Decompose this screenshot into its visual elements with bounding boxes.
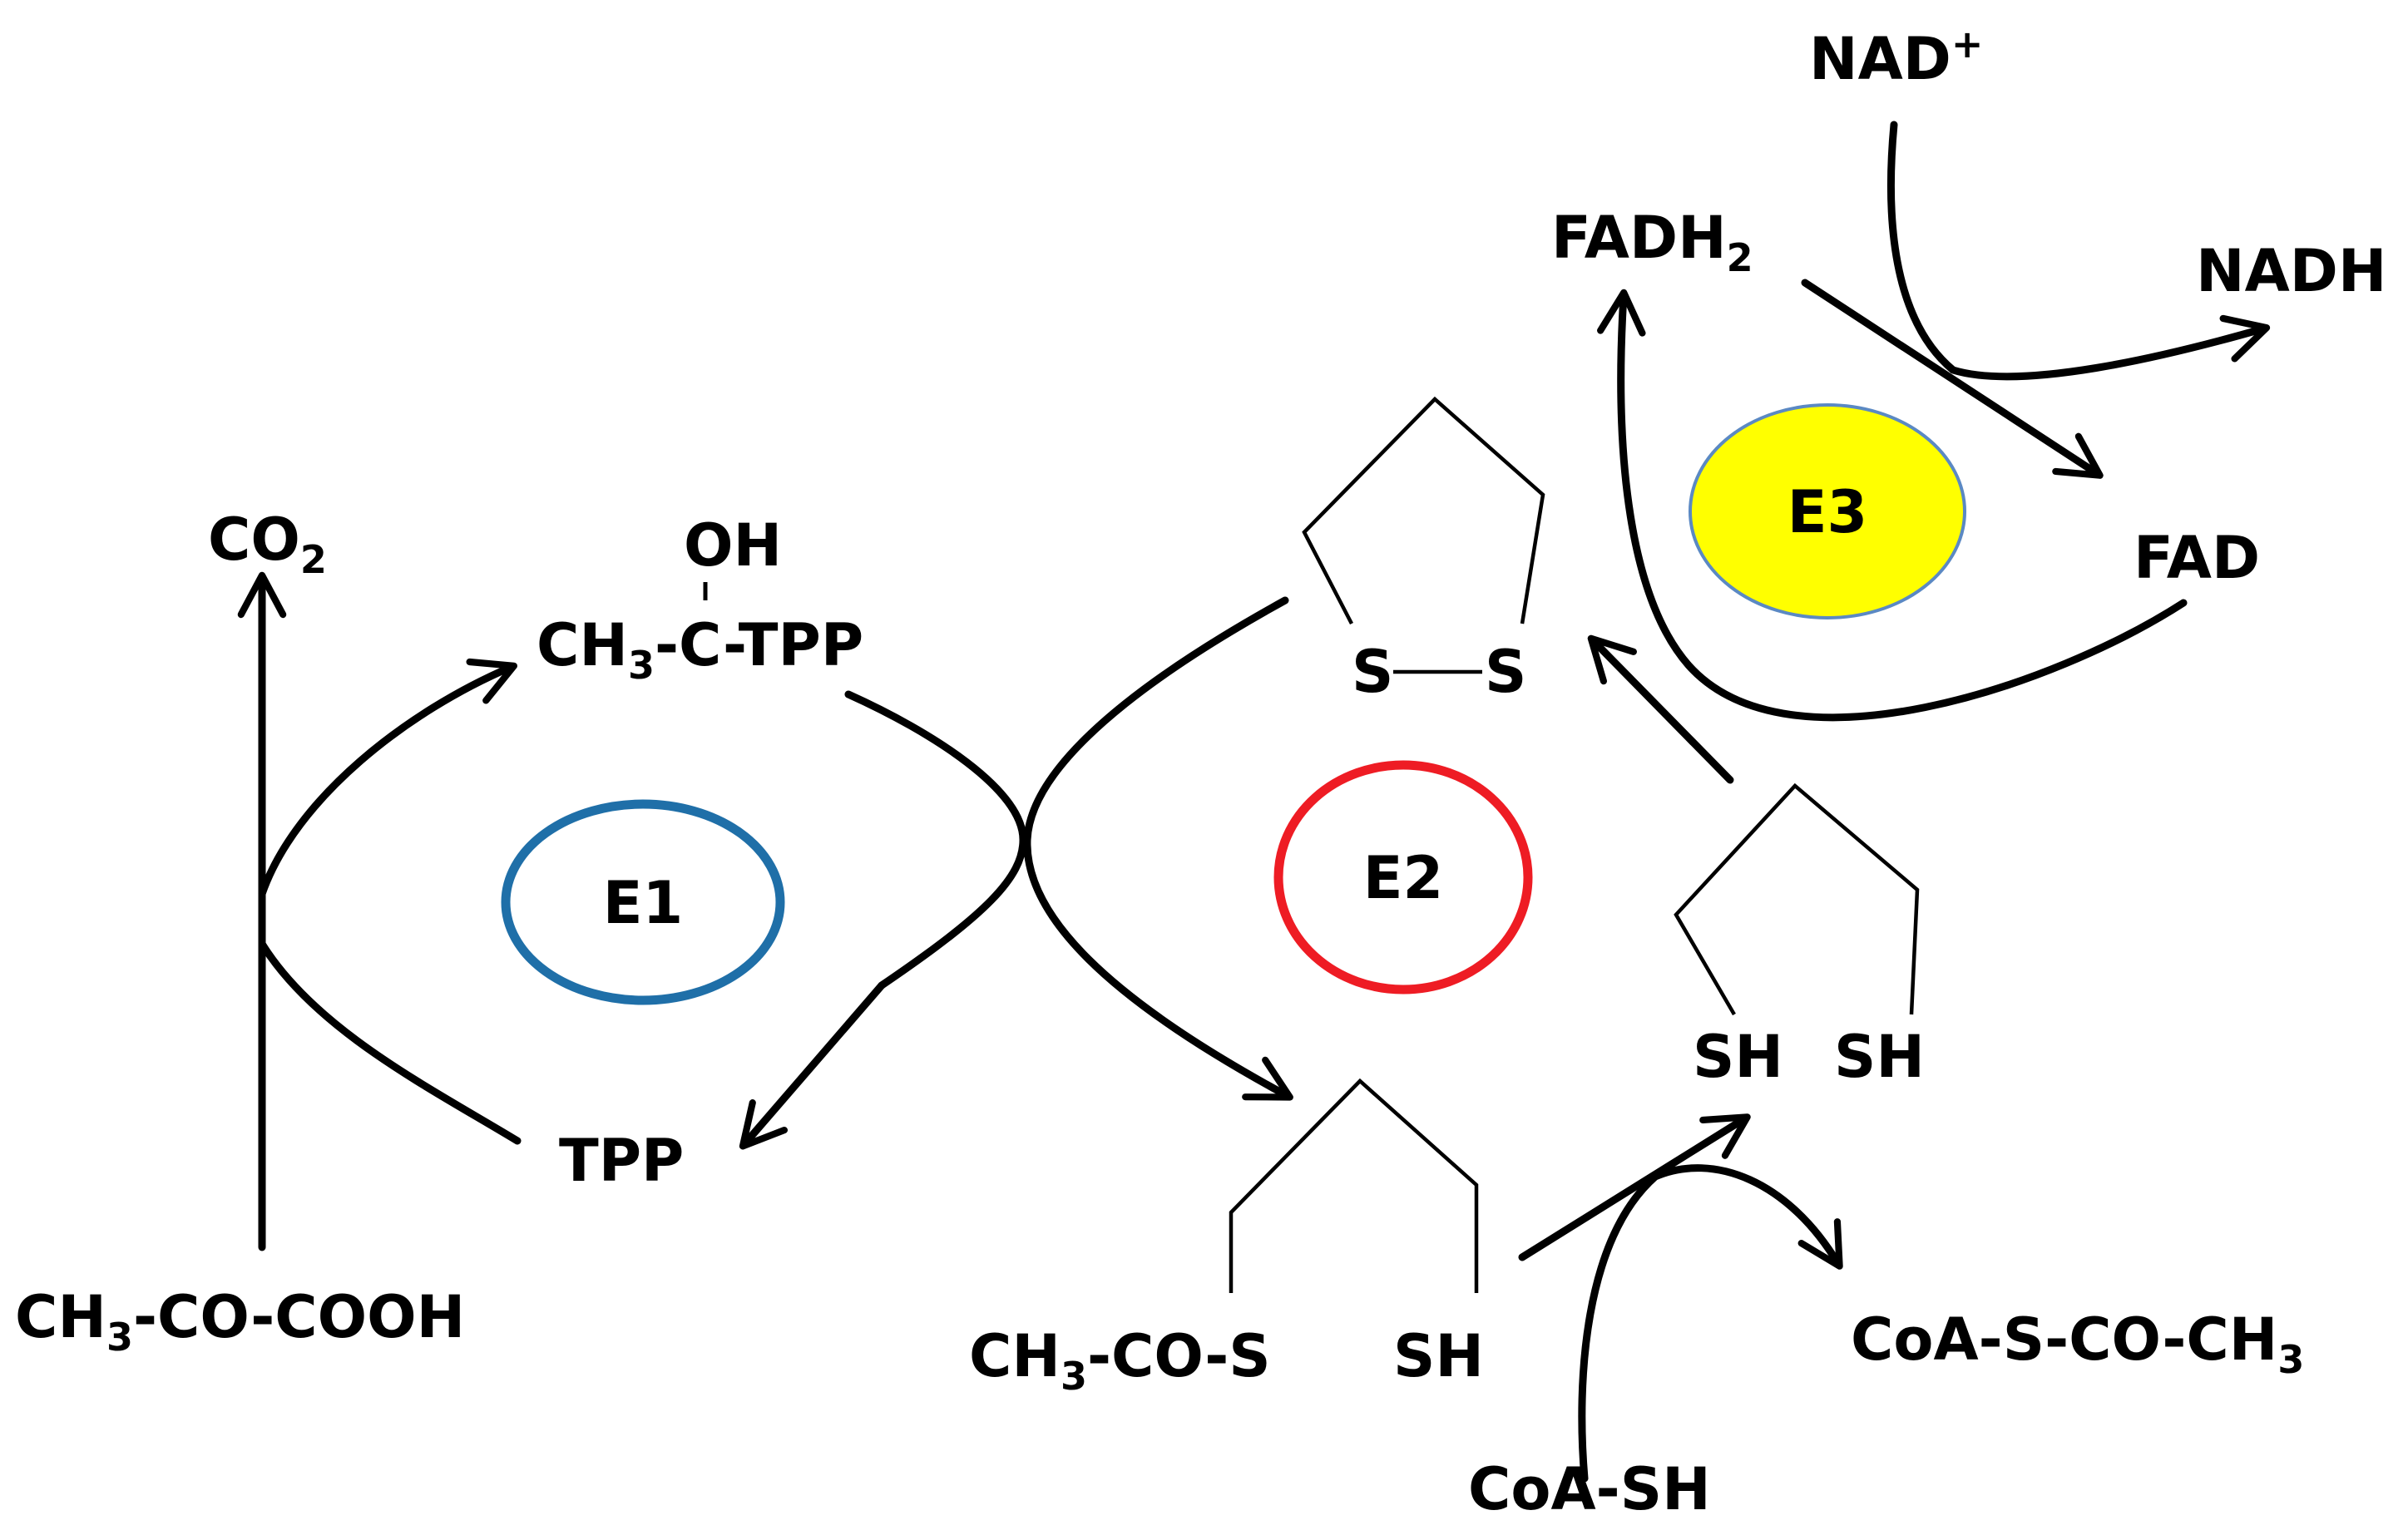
to-hydroxyethyl-tpp-arrow xyxy=(258,658,517,898)
hydroxyethyl-tpp-label: CH3-C-TPP xyxy=(536,611,863,688)
nad-to-nadh-arrow xyxy=(1886,121,2271,381)
acetyl-transfer-arrow xyxy=(1518,1113,1751,1261)
lipoamide-s2-label: S xyxy=(1485,638,1526,706)
dihydrolipoamide-sh2-label: SH xyxy=(1834,1023,1925,1091)
fad-to-fadh2-arrow xyxy=(1597,289,2188,722)
e1-label: E1 xyxy=(603,869,684,937)
tpp-label: TPP xyxy=(559,1127,684,1195)
e3-enzyme-circle xyxy=(1689,403,1966,619)
acetyl-coa-label: CoA-S-CO-CH3 xyxy=(1851,1305,2304,1382)
oh-label: OH xyxy=(684,511,782,580)
acetyl-lipoamide-label: CH3-CO-S xyxy=(969,1322,1271,1399)
e3-label: E3 xyxy=(1787,478,1868,546)
lipoamide-s1-label: S xyxy=(1352,638,1393,706)
hydroxyethyl-to-e2-curve xyxy=(844,690,1027,990)
dihydrolipoamide-to-lipoamide-arrow xyxy=(1587,634,1734,784)
acetyl-lipoamide-sh-label: SH xyxy=(1393,1322,1484,1390)
fadh2-to-fad-arrow xyxy=(1801,279,2104,479)
fadh2-label: FADH2 xyxy=(1551,204,1753,280)
dihydrolipoamide-ring xyxy=(1674,782,1920,1016)
coa-sh-input-arrow xyxy=(1578,1164,1843,1483)
lipoamide-to-e2-curve xyxy=(1023,596,1293,1101)
e1-enzyme-circle xyxy=(501,799,785,1005)
fad-label: FAD xyxy=(2134,524,2260,592)
pyruvate-label: CH3-CO-COOH xyxy=(15,1283,465,1360)
acetyl-lipoamide-ring xyxy=(1229,1078,1479,1293)
regenerate-tpp-arrow xyxy=(739,981,886,1150)
e2-label: E2 xyxy=(1363,844,1444,912)
dihydrolipoamide-sh1-label: SH xyxy=(1693,1023,1783,1091)
nadh-label: NADH xyxy=(2196,237,2386,305)
oxidized-lipoamide-ring xyxy=(1302,396,1545,625)
coa-sh-label: CoA-SH xyxy=(1468,1455,1711,1523)
tpp-return-curve xyxy=(258,940,522,1145)
nad-label: NAD+ xyxy=(1809,22,1983,93)
e2-enzyme-circle xyxy=(1273,760,1533,995)
co2-label: CO2 xyxy=(208,506,327,582)
